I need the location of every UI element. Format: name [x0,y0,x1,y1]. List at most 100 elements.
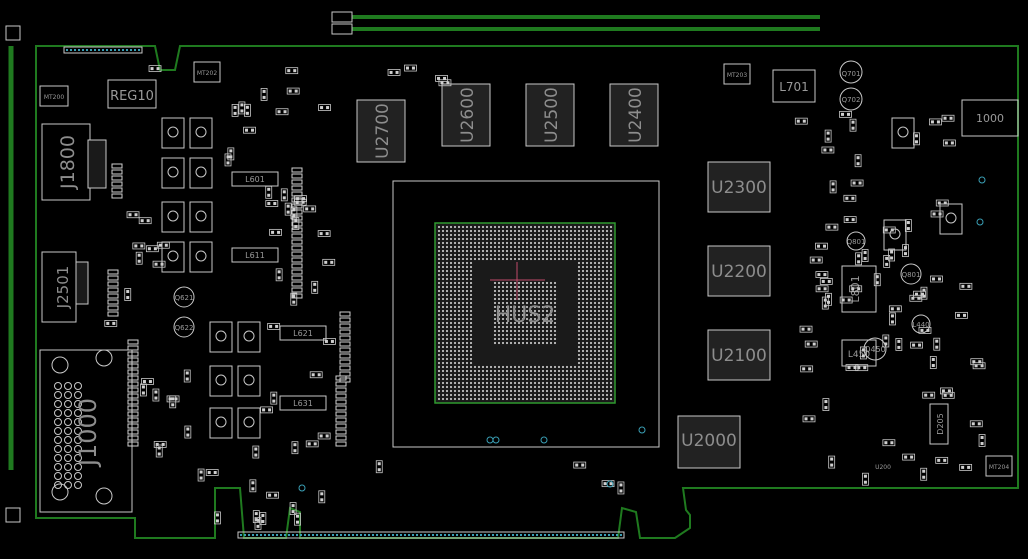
header-pad [291,281,303,287]
mosfet-mark [195,210,207,222]
smd-part [882,334,890,348]
bga-ball [577,281,581,285]
bga-ball [437,397,441,401]
bga-ball [529,341,533,345]
bga-ball [565,257,569,261]
bga-ball [469,361,473,365]
bga-ball [501,341,505,345]
bga-ball [569,233,573,237]
bga-ball [577,317,581,321]
dvi-pin [64,454,72,462]
bga-ball [601,225,605,229]
bga-ball [589,361,593,365]
bga-ball [497,373,501,377]
bga-ball [521,337,525,341]
bga-ball [445,353,449,357]
bga-ball [461,225,465,229]
bga-ball [513,297,517,301]
bga-ball [493,329,497,333]
label-l601: L601 [245,175,265,184]
mosfet-mark [889,228,901,240]
bga-ball [553,241,557,245]
bga-ball [553,229,557,233]
bga-ball [473,229,477,233]
bga-ball [597,357,601,361]
bga-ball [577,233,581,237]
bga-ball [529,249,533,253]
bga-ball [605,225,609,229]
bga-ball [517,309,521,313]
bga-ball [465,249,469,253]
bga-ball [585,273,589,277]
bga-ball [449,393,453,397]
bga-ball [525,229,529,233]
bga-ball [485,381,489,385]
bga-ball [577,377,581,381]
bga-ball [497,305,501,309]
smd-part [839,110,852,118]
bga-ball [541,281,545,285]
header-pad [335,405,347,411]
bga-ball [505,241,509,245]
bga-ball [517,385,521,389]
gpu-label: HUS2 [495,303,556,328]
bga-ball [545,321,549,325]
header-pad [335,381,347,387]
bga-ball [445,385,449,389]
bga-ball [493,289,497,293]
bga-ball [577,357,581,361]
mosfet-mark [215,330,227,342]
bga-ball [449,237,453,241]
label-u1000: 1000 [976,112,1004,125]
label-l631: L631 [293,399,313,408]
header-pad [335,399,347,405]
bga-ball [569,249,573,253]
bga-ball [537,365,541,369]
smd-part [843,216,857,224]
bga-ball [589,293,593,297]
bga-ball [597,361,601,365]
bga-ball [461,257,465,261]
header-pad [291,263,303,269]
bga-ball [505,341,509,345]
bga-ball [493,225,497,229]
smd-part [266,491,279,499]
label-l611: L611 [245,251,265,260]
smd-part [269,228,282,236]
bga-ball [469,253,473,257]
bga-ball [513,301,517,305]
bga-ball [537,381,541,385]
bga-ball [513,389,517,393]
bga-ball [509,397,513,401]
bga-ball [545,377,549,381]
bga-ball [601,365,605,369]
bga-ball [457,257,461,261]
bga-ball [561,229,565,233]
bga-ball [589,277,593,281]
bga-ball [589,357,593,361]
bga-ball [589,385,593,389]
dvi-pin [64,427,72,435]
bga-ball [477,253,481,257]
header-pad [127,357,139,363]
bga-ball [609,377,613,381]
bga-ball [585,317,589,321]
bga-ball [597,269,601,273]
bga-ball [577,361,581,365]
bga-ball [521,233,525,237]
bga-ball [517,281,521,285]
dvi-pin [54,445,62,453]
bga-ball [597,341,601,345]
bga-ball [505,233,509,237]
bga-ball [581,353,585,357]
bga-ball [609,317,613,321]
smd-part [231,104,239,117]
bga-ball [609,397,613,401]
bga-ball [437,325,441,329]
bga-ball [453,261,457,265]
bga-ball [501,385,505,389]
bga-ball [585,229,589,233]
bga-ball [469,377,473,381]
bga-ball [533,257,537,261]
smd-part [940,387,953,395]
